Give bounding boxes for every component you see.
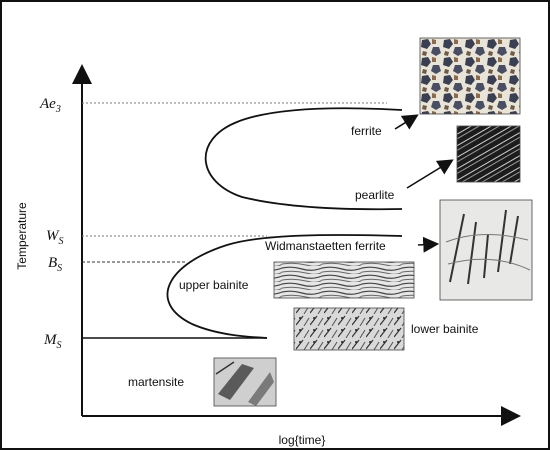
widmanstaetten-arrow	[417, 236, 440, 253]
martensite-label: martensite	[128, 375, 184, 389]
upper-bainite-micrograph-icon	[273, 261, 415, 299]
widmanstaetten-ferrite-label: Widmanstaetten ferrite	[265, 239, 386, 253]
ws-label: WS	[46, 228, 64, 247]
ae3-label: Ae3	[39, 96, 61, 115]
bs-label: BS	[48, 255, 62, 274]
y-axis-title: Temperature	[15, 202, 29, 270]
lower-bainite-micrograph-icon	[293, 307, 405, 351]
ferrite-label: ferrite	[351, 124, 382, 138]
ferrite-pearlite-c-curve	[204, 107, 403, 211]
bainite-c-curve	[166, 234, 403, 339]
pearlite-micrograph-icon	[456, 125, 521, 183]
x-axis-title: log{time}	[279, 433, 326, 447]
upper-bainite-label: upper bainite	[179, 278, 249, 292]
ferrite-arrow	[394, 114, 419, 130]
ms-label: MS	[43, 332, 62, 351]
ferrite-micrograph-icon	[419, 37, 521, 115]
lower-bainite-label: lower bainite	[411, 322, 479, 336]
pearlite-arrow	[406, 159, 454, 189]
martensite-micrograph-icon	[213, 357, 277, 407]
widmanstaetten-micrograph-icon	[439, 199, 533, 301]
pearlite-label: pearlite	[355, 188, 395, 202]
